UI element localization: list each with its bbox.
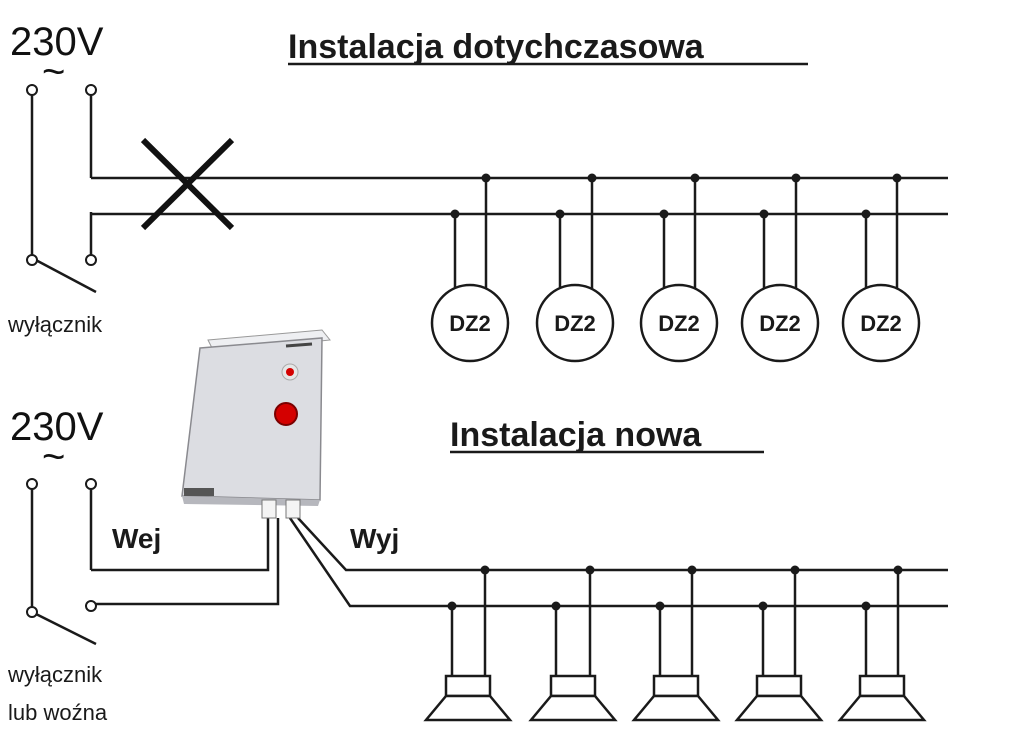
new-speaker-5 [837,565,927,722]
new-installation: 230V ~ Instalacja nowa wyłącznik lub woź… [7,329,948,725]
new-speaker-3 [631,565,721,722]
new-switch-label-line1: wyłącznik [7,662,103,687]
old-bell-3: DZ2 [639,173,719,363]
new-switch-label-line2: lub woźna [8,700,108,725]
speaker-icon [631,674,721,722]
input-label: Wej [112,523,161,554]
old-bell-1: DZ2 [430,173,510,363]
speaker-icon [423,674,513,722]
old-voltage-label: 230V [10,20,104,64]
bell-label: DZ2 [658,311,700,336]
bell-label: DZ2 [554,311,596,336]
new-voltage-label: 230V [10,405,104,449]
new-tilde: ~ [42,435,65,479]
output-label: Wyj [350,523,399,554]
new-speaker-4 [734,565,824,722]
old-installation: 230V ~ Instalacja dotychczasowa wyłączni… [7,20,948,363]
old-bell-5: DZ2 [841,173,921,363]
controller-box [181,329,331,519]
speaker-icon [528,674,618,722]
new-speaker-1 [423,565,513,722]
bell-label: DZ2 [449,311,491,336]
bell-label: DZ2 [759,311,801,336]
power-button-icon [274,402,298,426]
disconnect-x-icon [140,137,235,231]
bell-label: DZ2 [860,311,902,336]
new-switch [26,478,97,646]
old-bell-4: DZ2 [740,173,820,363]
old-switch-label: wyłącznik [7,312,103,337]
speaker-icon [734,674,824,722]
old-bell-2: DZ2 [535,173,615,363]
old-title: Instalacja dotychczasowa [288,28,705,66]
old-tilde: ~ [42,50,65,94]
new-title: Instalacja nowa [450,416,702,454]
speaker-icon [837,674,927,722]
new-speaker-2 [528,565,618,722]
old-switch [26,84,97,294]
